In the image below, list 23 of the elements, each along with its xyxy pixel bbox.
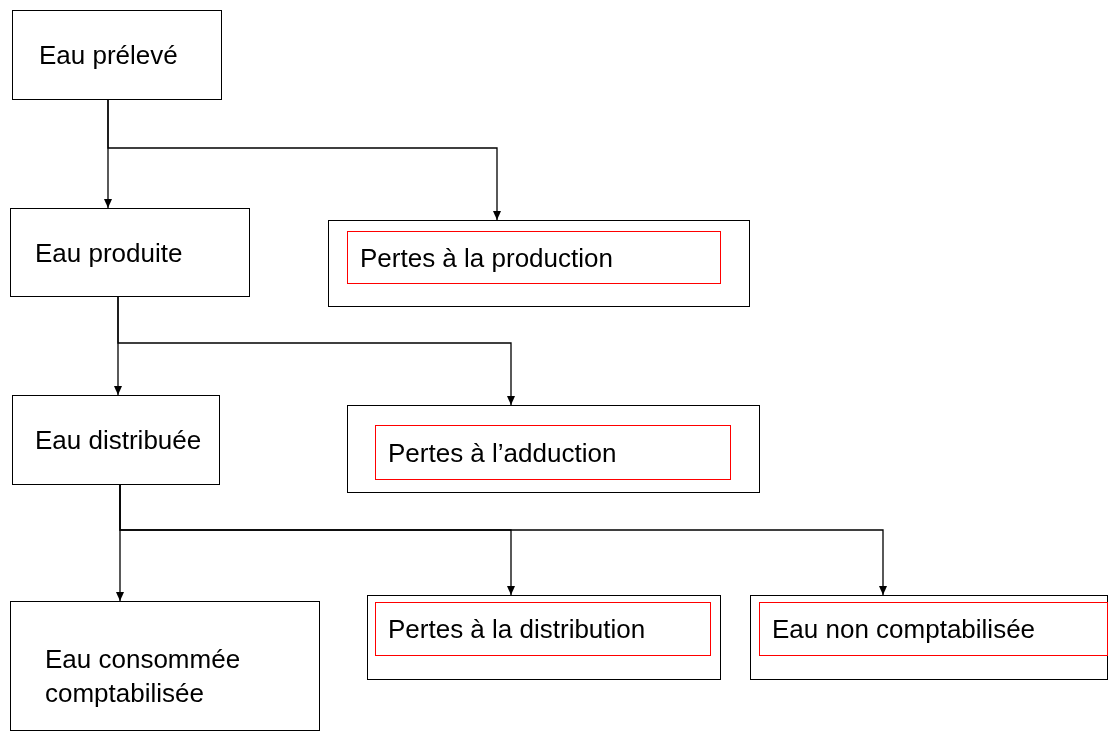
arrow (107, 99, 501, 221)
node-label: Eau produite (35, 236, 183, 270)
loss-box (759, 602, 1108, 656)
process-box (10, 601, 320, 731)
process-box (12, 10, 222, 100)
node-label: Eau non comptabilisée (772, 613, 1036, 646)
node-label: Pertes à la distribution (388, 613, 646, 646)
loss-box (347, 231, 721, 284)
process-box (10, 208, 250, 297)
node-label: Eau distribuée (35, 424, 202, 457)
arrow (119, 484, 887, 596)
loss-box (375, 602, 711, 656)
node-label: Pertes à l’adduction (388, 436, 617, 470)
arrow (117, 296, 515, 406)
container-box (347, 405, 760, 493)
container-box (750, 595, 1108, 680)
loss-box (375, 425, 731, 480)
node-label: Eau consommée comptabilisée (45, 643, 242, 710)
node-label: Pertes à la production (360, 241, 613, 275)
process-box (12, 395, 220, 485)
container-box (328, 220, 750, 307)
node-label: Eau prélevé (39, 39, 178, 72)
container-box (367, 595, 721, 680)
